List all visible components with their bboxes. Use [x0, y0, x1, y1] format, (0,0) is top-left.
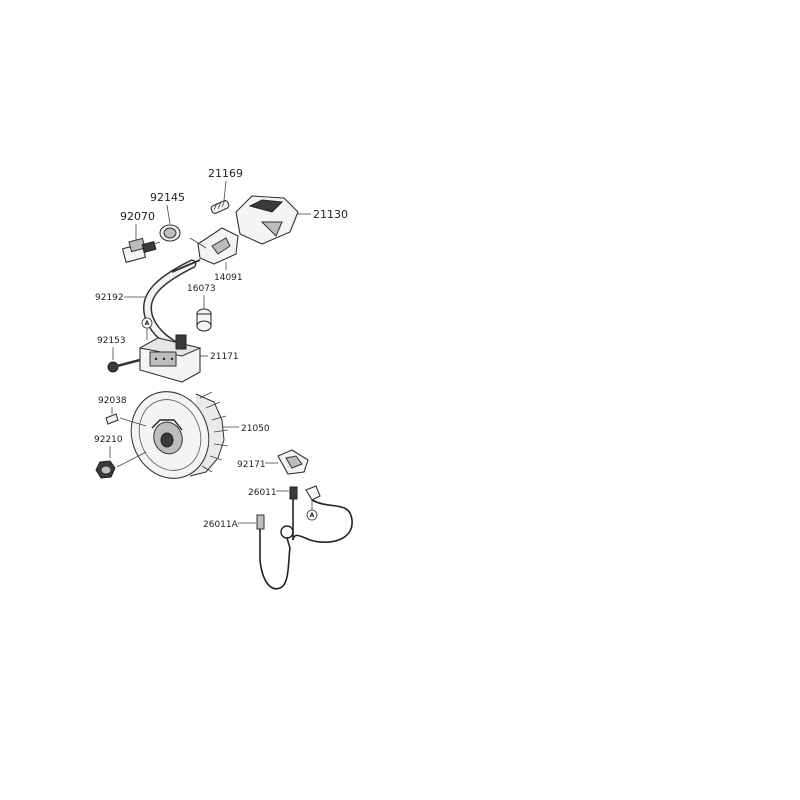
label-92038: 92038 — [98, 396, 127, 406]
label-21169: 21169 — [208, 167, 243, 180]
ref-marker-a-upper: A — [141, 317, 153, 340]
ht-lead-92192 — [142, 259, 201, 355]
label-26011: 26011 — [248, 488, 277, 498]
label-92171: 92171 — [237, 460, 266, 470]
spring-21169 — [210, 199, 230, 214]
flywheel-21050 — [130, 391, 229, 479]
label-21050: 21050 — [241, 424, 270, 434]
lead-wire-26011 — [289, 485, 353, 543]
plug-boot-14091 — [189, 227, 239, 265]
label-21171: 21171 — [210, 352, 239, 362]
ring-92145 — [159, 224, 181, 242]
label-16073: 16073 — [187, 284, 216, 294]
bolt-92153 — [107, 358, 141, 373]
nut-92210 — [95, 460, 116, 479]
label-14091: 14091 — [214, 273, 243, 283]
ignition-coil-21171 — [138, 334, 202, 383]
label-92192: 92192 — [95, 293, 124, 303]
clamp-92171 — [277, 449, 309, 475]
label-92210: 92210 — [94, 435, 123, 445]
ref-marker-a-lower: A — [306, 500, 318, 521]
svg-text:A: A — [145, 320, 150, 327]
sleeve-16073 — [196, 308, 212, 332]
plug-cap-21130 — [235, 195, 299, 245]
label-21130: 21130 — [313, 208, 348, 221]
lead-wire-26011A — [256, 514, 294, 590]
label-92145: 92145 — [150, 191, 185, 204]
label-92070: 92070 — [120, 210, 155, 223]
spark-plug-92070 — [121, 237, 161, 264]
svg-text:A: A — [310, 512, 315, 519]
key-92038 — [105, 413, 119, 425]
label-26011A: 26011A — [203, 520, 239, 530]
label-92153: 92153 — [97, 336, 126, 346]
